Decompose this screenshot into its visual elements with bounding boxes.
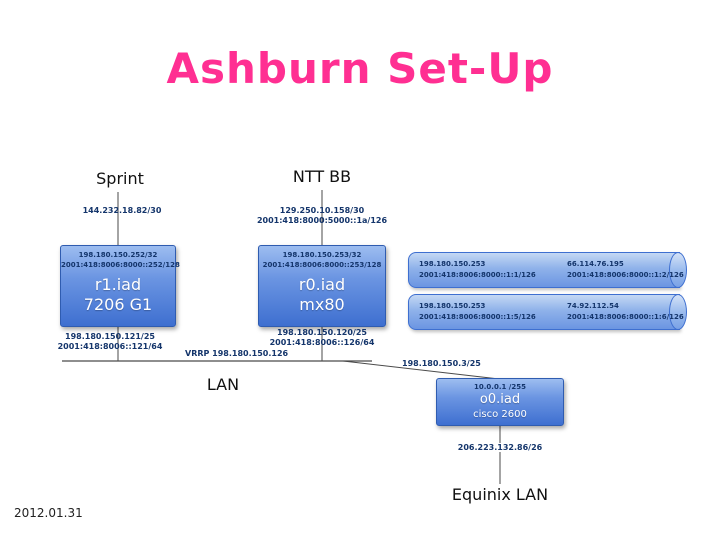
o0-model: cisco 2600: [473, 409, 527, 420]
router-box-r0: 198.180.150.253/32 2001:418:8006:8000::2…: [258, 245, 386, 327]
ntt-uplink-ipv6: 2001:418:8000:5000::1a/126: [256, 216, 388, 225]
ntt-uplink-ipv4: 129.250.10.158/30: [279, 206, 365, 215]
r0-lan-ipv4: 198.180.150.120/25: [277, 328, 367, 337]
sprint-label: Sprint: [96, 169, 144, 188]
r1-hostname: r1.iad: [94, 275, 142, 294]
o0-lan-ip: 198.180.150.3/25: [402, 359, 481, 368]
r1-lan-ipv6: 2001:418:8006::121/64: [57, 342, 163, 351]
tunnel-cylinder-1: 198.180.150.253 2001:418:8006:8000::1:1/…: [408, 252, 687, 288]
lan-label: LAN: [206, 375, 240, 394]
r1-model: 7206 G1: [83, 295, 153, 314]
cylinder-cap-icon: [669, 294, 687, 330]
tunnel-cylinder-2: 198.180.150.253 2001:418:8006:8000::1:5/…: [408, 294, 687, 330]
slide-title: Ashburn Set-Up: [166, 44, 554, 93]
tunnel1-right-ipv6: 2001:418:8006:8000::1:2/126: [567, 271, 684, 279]
tunnel2-right-ipv4: 74.92.112.54: [567, 302, 619, 310]
r1-wan-ipv6: 2001:418:8006:8000::252/128: [61, 261, 180, 269]
r1-lan-ipv4: 198.180.150.121/25: [65, 332, 155, 341]
tunnel2-right-ipv6: 2001:418:8006:8000::1:6/126: [567, 313, 684, 321]
r0-wan-ipv4: 198.180.150.253/32: [282, 251, 362, 259]
tunnel1-left-ipv6: 2001:418:8006:8000::1:1/126: [419, 271, 536, 279]
tunnel1-left-endpoint: 198.180.150.253 2001:418:8006:8000::1:1/…: [419, 259, 536, 281]
vrrp-address: VRRP 198.180.150.126: [185, 349, 289, 358]
router-box-o0: 10.0.0.1 /255 o0.iad cisco 2600: [436, 378, 564, 426]
cylinder-cap-icon: [669, 252, 687, 288]
router-box-r1: 198.180.150.252/32 2001:418:8006:8000::2…: [60, 245, 180, 327]
o0-loopback-ip: 10.0.0.1 /255: [474, 383, 526, 391]
equinix-lan-label: Equinix LAN: [451, 485, 549, 504]
tunnel2-right-endpoint: 74.92.112.54 2001:418:8006:8000::1:6/126: [567, 301, 684, 323]
r0-lan-ipv6: 2001:418:8006::126/64: [269, 338, 375, 347]
tunnel2-left-endpoint: 198.180.150.253 2001:418:8006:8000::1:5/…: [419, 301, 536, 323]
tunnel2-left-ipv6: 2001:418:8006:8000::1:5/126: [419, 313, 536, 321]
tunnel2-left-ipv4: 198.180.150.253: [419, 302, 486, 310]
r0-hostname: r0.iad: [298, 275, 346, 294]
ntt-label: NTT BB: [292, 167, 352, 186]
tunnel1-left-ipv4: 198.180.150.253: [419, 260, 486, 268]
r1-wan-ipv4: 198.180.150.252/32: [78, 251, 158, 259]
r0-wan-ipv6: 2001:418:8006:8000::253/128: [262, 261, 382, 269]
slide-date: 2012.01.31: [14, 506, 83, 520]
sprint-uplink-ip: 144.232.18.82/30: [82, 206, 162, 215]
o0-hostname: o0.iad: [479, 392, 521, 407]
tunnel1-right-ipv4: 66.114.76.195: [567, 260, 624, 268]
tunnel1-right-endpoint: 66.114.76.195 2001:418:8006:8000::1:2/12…: [567, 259, 684, 281]
o0-downlink-ip: 206.223.132.86/26: [450, 443, 550, 452]
r0-model: mx80: [299, 295, 345, 314]
o0-downlink-ip-text: 206.223.132.86/26: [455, 443, 545, 452]
